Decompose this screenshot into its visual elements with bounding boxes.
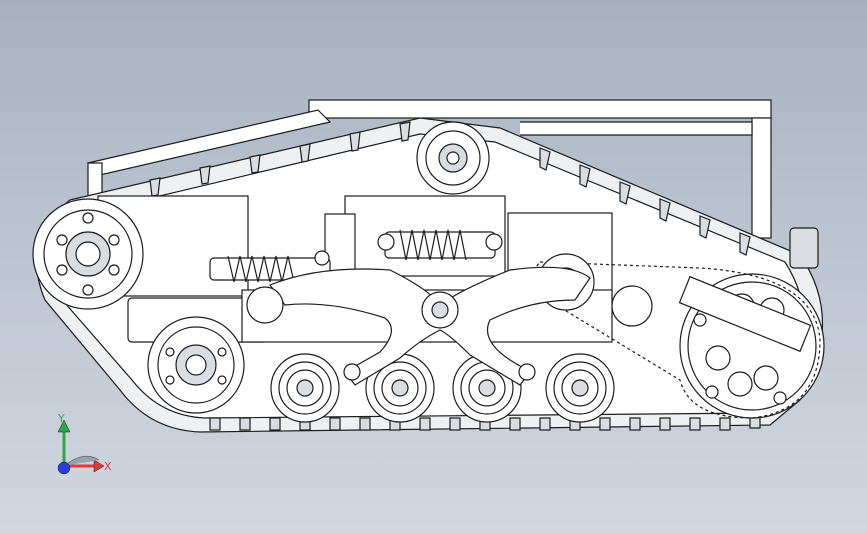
road-wheels (270, 353, 615, 423)
front-shock-spring (227, 255, 295, 283)
x-axis-label: X (104, 460, 112, 473)
top-shock-spring (399, 229, 467, 261)
frame-rail (520, 121, 753, 136)
rear-frame-post (751, 117, 772, 239)
rear-arm-pivot (611, 285, 653, 327)
rocker-linkage (246, 266, 812, 386)
front-idler-wheel (32, 198, 144, 310)
lower-idler-wheel (147, 316, 245, 414)
top-return-roller (416, 121, 490, 195)
z-axis-dot (57, 461, 71, 475)
rocker-pivot-inner (431, 301, 449, 319)
top-frame-bar (308, 99, 772, 119)
suspension-shocks (209, 229, 503, 283)
rear-tension-arm (678, 275, 812, 353)
front-arm-pivot (246, 286, 284, 324)
y-axis-label: Y (57, 412, 65, 425)
road-wheel-4 (545, 353, 615, 423)
road-wheel-1 (270, 353, 340, 423)
tensioner-block (789, 227, 819, 269)
coordinate-triad: Y X (57, 412, 112, 475)
rocker-arm (269, 266, 591, 386)
track-cleats (149, 121, 761, 431)
